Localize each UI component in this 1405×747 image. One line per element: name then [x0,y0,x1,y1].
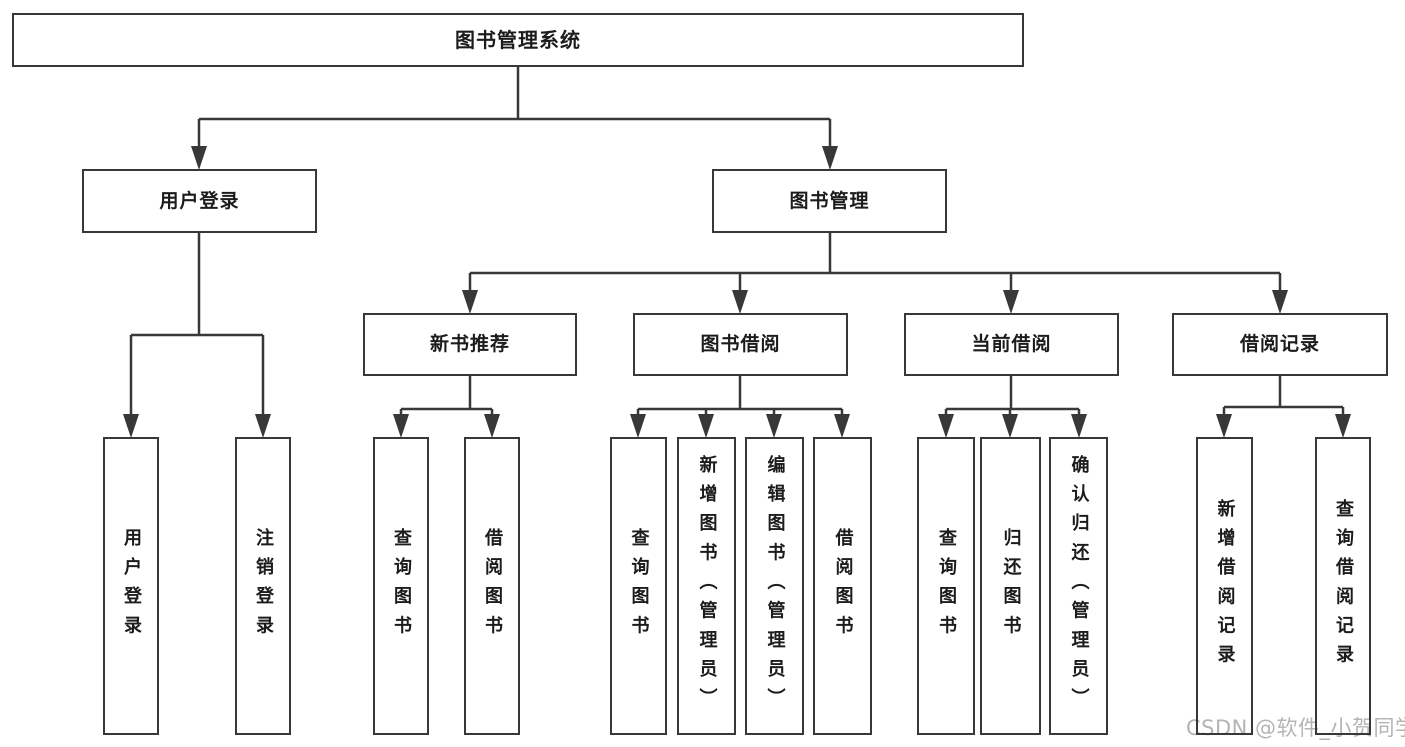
edge-book-borrow-children [630,376,850,438]
node-book-management: 图书管理 [712,169,947,233]
node-leaf-bb-add-book-admin: 新增图书（管理员） [677,437,736,735]
node-leaf-br-query-record: 查询借阅记录 [1315,437,1371,735]
node-leaf-rec-borrow-book: 借阅图书 [464,437,520,735]
csdn-watermark: CSDN @软件_小贺同学 [1186,716,1405,740]
node-book-borrow: 图书借阅 [633,313,848,376]
node-leaf-logout: 注销登录 [235,437,291,735]
node-leaf-bb-borrow-book: 借阅图书 [813,437,872,735]
node-leaf-bb-query-book: 查询图书 [610,437,667,735]
edge-book-management-children [462,233,1288,314]
node-new-book-recommend: 新书推荐 [363,313,577,376]
node-borrow-records: 借阅记录 [1172,313,1388,376]
node-leaf-bb-edit-book-admin: 编辑图书（管理员） [745,437,804,735]
edge-recommend-children [393,376,500,438]
node-leaf-cb-confirm-return-admin: 确认归还（管理员） [1049,437,1108,735]
edge-root-to-level2 [191,67,838,170]
node-leaf-user-login: 用户登录 [103,437,159,735]
edge-user-login-children [123,233,271,438]
node-system-root: 图书管理系统 [12,13,1024,67]
edge-current-borrow-children [938,376,1087,438]
node-user-login: 用户登录 [82,169,317,233]
node-leaf-br-add-record: 新增借阅记录 [1196,437,1253,735]
node-leaf-cb-return-book: 归还图书 [980,437,1041,735]
edge-borrow-records-children [1216,376,1351,438]
node-current-borrow: 当前借阅 [904,313,1119,376]
node-leaf-cb-query-book: 查询图书 [917,437,975,735]
node-leaf-rec-query-book: 查询图书 [373,437,429,735]
